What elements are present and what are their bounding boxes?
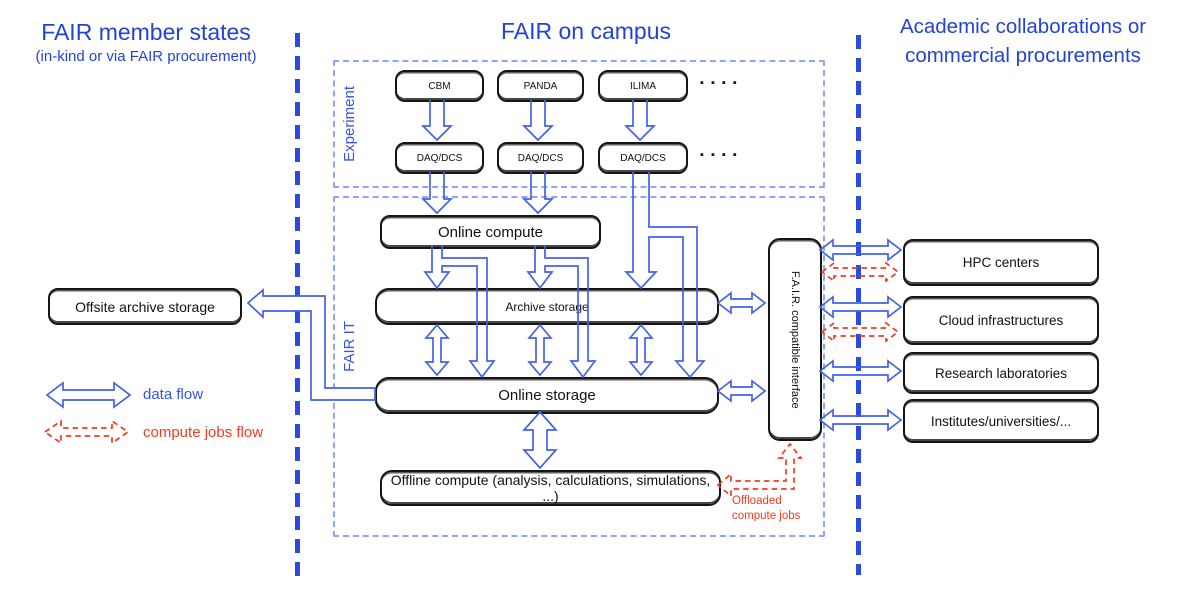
arrow-interface-hpc xyxy=(818,238,903,262)
box-offsite-archive-storage: Offsite archive storage xyxy=(48,288,242,325)
box-archive-storage: Archive storage xyxy=(375,288,719,325)
box-online-compute: Online compute xyxy=(380,215,601,249)
arrow-interface-research xyxy=(818,359,903,383)
right-section-title: Academic collaborations or commercial pr… xyxy=(862,12,1184,70)
right-section-title-line1: Academic collaborations or xyxy=(899,15,1147,38)
offloaded-jobs-label: Offloaded compute jobs xyxy=(732,495,801,522)
experiment-group-box xyxy=(333,60,825,188)
left-section-title: FAIR member states xyxy=(41,19,251,45)
legend-data-flow-arrow xyxy=(45,381,132,409)
fair-it-group-label: FAIR IT xyxy=(340,320,358,372)
ellipsis-daq: ▪ ▪ ▪ ▪ xyxy=(700,149,739,161)
legend-compute-jobs-flow-label: compute jobs flow xyxy=(143,424,264,441)
box-panda: PANDA xyxy=(497,70,584,102)
arrow-interface-cloud xyxy=(818,295,903,319)
campus-section-title: FAIR on campus xyxy=(500,18,672,44)
ellipsis-experiments: ▪ ▪ ▪ ▪ xyxy=(700,77,739,89)
box-ilima: ILIMA xyxy=(598,70,688,102)
box-daq-dcs-1: DAQ/DCS xyxy=(395,142,484,174)
box-cbm: CBM xyxy=(395,70,484,102)
box-institutes-universities: Institutes/universities/... xyxy=(903,399,1099,443)
arrow-interface-institutes xyxy=(818,408,903,432)
box-daq-dcs-3: DAQ/DCS xyxy=(598,142,688,174)
arrow-jobs-interface-cloud xyxy=(820,321,900,343)
box-offline-compute: Offline compute (analysis, calculations,… xyxy=(380,470,721,506)
box-research-laboratories: Research laboratories xyxy=(903,352,1099,394)
box-online-storage: Online storage xyxy=(375,377,719,414)
box-cloud-infrastructures: Cloud infrastructures xyxy=(903,296,1099,345)
box-daq-dcs-2: DAQ/DCS xyxy=(497,142,584,174)
experiment-group-label: Experiment xyxy=(340,86,358,162)
right-section-title-line2: commercial procurements xyxy=(905,44,1141,68)
box-fair-compatible-interface: F.A.I.R. compatible interface xyxy=(768,238,822,441)
left-section-subtitle: (in-kind or via FAIR procurement) xyxy=(35,48,257,65)
arrow-jobs-interface-hpc xyxy=(820,261,900,283)
legend-data-flow-label: data flow xyxy=(143,386,204,403)
legend-compute-jobs-arrow xyxy=(43,419,130,445)
box-hpc-centers: HPC centers xyxy=(903,239,1099,286)
